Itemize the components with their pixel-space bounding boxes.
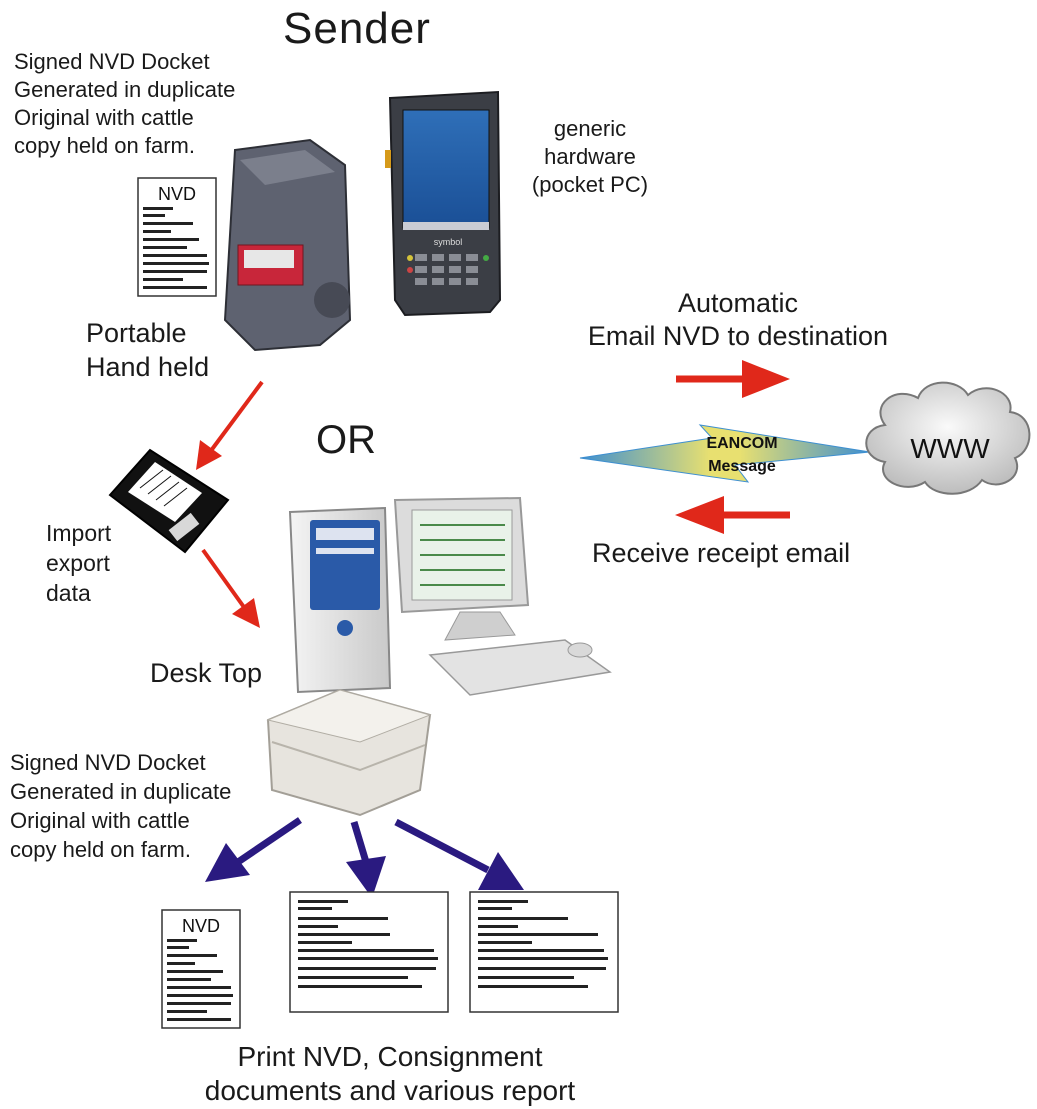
- sender-note-top: Signed NVD Docket Generated in duplicate…: [14, 48, 235, 160]
- auto-email-label: Automatic Email NVD to destination: [560, 287, 916, 353]
- print-label: Print NVD, Consignment documents and var…: [150, 1040, 630, 1108]
- import-label-line: export: [46, 550, 110, 576]
- receipt-label: Receive receipt email: [592, 538, 851, 568]
- sender-note-top-line: Original with cattle: [14, 105, 194, 130]
- sender-note-bottom: Signed NVD Docket Generated in duplicate…: [10, 748, 231, 864]
- pocket-pc-label-line: hardware: [544, 144, 636, 169]
- blue-arrow-to-nvd: [205, 817, 302, 882]
- red-arrow-handheld-to-disk: [196, 380, 264, 470]
- auto-email-label-line: Automatic: [677, 288, 799, 318]
- nvd-document-top: NVD: [137, 177, 217, 297]
- auto-email-label-line: Email NVD to destination: [587, 321, 889, 351]
- sender-note-bottom-line: copy held on farm.: [10, 837, 191, 862]
- print-label-line: Print NVD, Consignment: [237, 1041, 543, 1072]
- www-cloud: WWW: [865, 381, 1031, 495]
- sender-note-bottom-line: Generated in duplicate: [10, 779, 232, 804]
- sender-note-top-line: Signed NVD Docket: [14, 49, 210, 74]
- import-label-line: data: [46, 580, 91, 606]
- blue-arrow-to-report-1: [346, 820, 386, 898]
- eancom-label-line-2: Message: [708, 458, 776, 475]
- desktop-computer: [288, 496, 612, 696]
- pocket-pc-label-line: generic: [553, 116, 627, 141]
- sender-note-bottom-line: Original with cattle: [10, 808, 190, 833]
- sender-note-bottom-line: Signed NVD Docket: [10, 750, 206, 775]
- print-label-line: documents and various report: [204, 1075, 576, 1106]
- blue-arrow-to-report-2: [394, 818, 524, 890]
- pocket-pc-device: symbol: [385, 90, 502, 317]
- report-document-2: [469, 891, 619, 1013]
- nvd-doc-title-bottom: NVD: [182, 916, 220, 936]
- import-export-label: Import export data: [46, 518, 111, 608]
- pocket-pc-label: generic hardware (pocket PC): [520, 115, 660, 199]
- desktop-label: Desk Top: [150, 658, 263, 688]
- portable-printer: [223, 138, 352, 352]
- sender-note-top-line: copy held on farm.: [14, 133, 195, 158]
- page-title: Sender: [283, 4, 431, 53]
- pocket-pc-brand: symbol: [434, 237, 463, 247]
- nvd-document-bottom: NVD: [161, 909, 241, 1029]
- import-label-line: Import: [46, 520, 112, 546]
- red-arrow-receive-email: [675, 496, 790, 534]
- handheld-label: Portable Hand held: [86, 316, 209, 384]
- handheld-label-line: Portable: [86, 318, 187, 348]
- www-label: WWW: [910, 433, 990, 464]
- eancom-lightning: EANCOM Message: [579, 424, 871, 483]
- laser-printer: [266, 688, 432, 817]
- red-arrow-send-email: [676, 360, 790, 398]
- floppy-disk-icon: [108, 448, 230, 554]
- report-document-1: [289, 891, 449, 1013]
- eancom-label-line-1: EANCOM: [706, 435, 777, 452]
- nvd-doc-title: NVD: [158, 184, 196, 204]
- red-arrow-disk-to-desktop: [201, 548, 260, 628]
- or-label: OR: [316, 418, 376, 462]
- handheld-label-line: Hand held: [86, 352, 210, 382]
- pocket-pc-label-line: (pocket PC): [531, 172, 649, 197]
- sender-note-top-line: Generated in duplicate: [14, 77, 236, 102]
